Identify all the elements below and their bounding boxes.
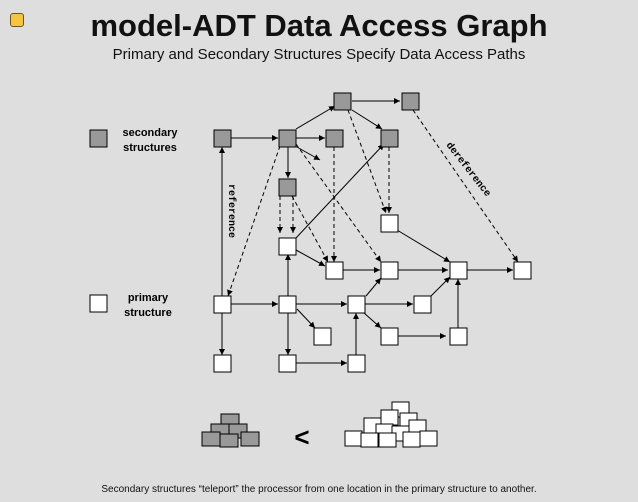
secondary-node [278,129,297,148]
secondary-node [278,178,297,197]
secondary-node [333,92,352,111]
legend-primary-label-1: primary [128,292,169,304]
primary-node [380,261,399,280]
comparison-symbol: < [294,422,309,452]
secondary-stack-icon [201,413,260,448]
primary-node [380,214,399,233]
primary-nodes [213,214,532,373]
secondary-nodes [213,92,420,197]
slide-subtitle: Primary and Secondary Structures Specify… [112,46,526,63]
graph-edges-dashed [227,109,519,297]
primary-node [213,354,232,373]
primary-node [413,295,432,314]
primary-node [313,327,332,346]
secondary-node [325,129,344,148]
secondary-node [380,129,399,148]
legend-secondary-label-1: secondary [122,127,178,139]
primary-node [278,354,297,373]
primary-node [449,327,468,346]
primary-node [325,261,344,280]
primary-node [213,295,232,314]
primary-node [278,237,297,256]
slide-title: model-ADT Data Access Graph [90,8,548,43]
secondary-node [213,129,232,148]
primary-node [278,295,297,314]
legend-primary-swatch [89,294,108,313]
legend-secondary-label-2: structures [123,142,177,154]
primary-node [380,327,399,346]
secondary-node [401,92,420,111]
reference-label: reference [225,184,237,238]
dereference-label: dereference [443,140,493,199]
primary-node [513,261,532,280]
legend-primary-label-2: structure [124,307,172,319]
legend-secondary-swatch [89,129,108,148]
slide-icon [10,13,24,27]
primary-node [347,354,366,373]
primary-pile-icon [344,401,438,448]
slide-footer: Secondary structures “teleport” the proc… [101,484,537,495]
graph-edges-solid [219,98,513,366]
primary-node [347,295,366,314]
primary-node [449,261,468,280]
